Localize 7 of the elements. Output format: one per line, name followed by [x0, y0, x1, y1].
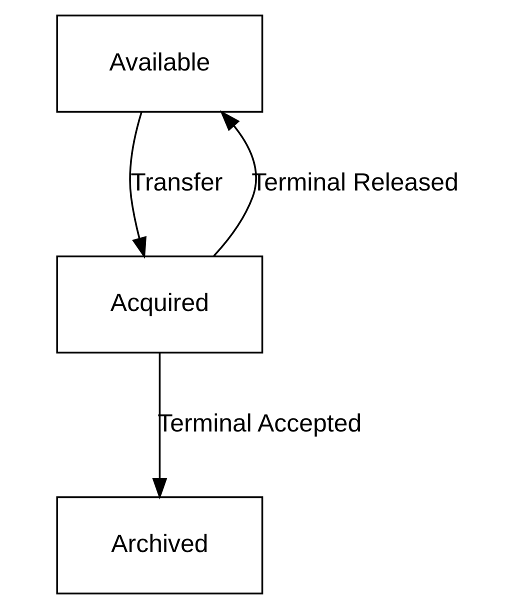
- node-box: Archived: [56, 496, 263, 594]
- arrow: [128, 112, 146, 259]
- node-box: Acquired: [56, 255, 263, 354]
- arrow: [212, 110, 256, 256]
- arrow: [152, 353, 167, 500]
- node-box: Available: [56, 14, 263, 113]
- edge-label: Transfer: [130, 168, 222, 197]
